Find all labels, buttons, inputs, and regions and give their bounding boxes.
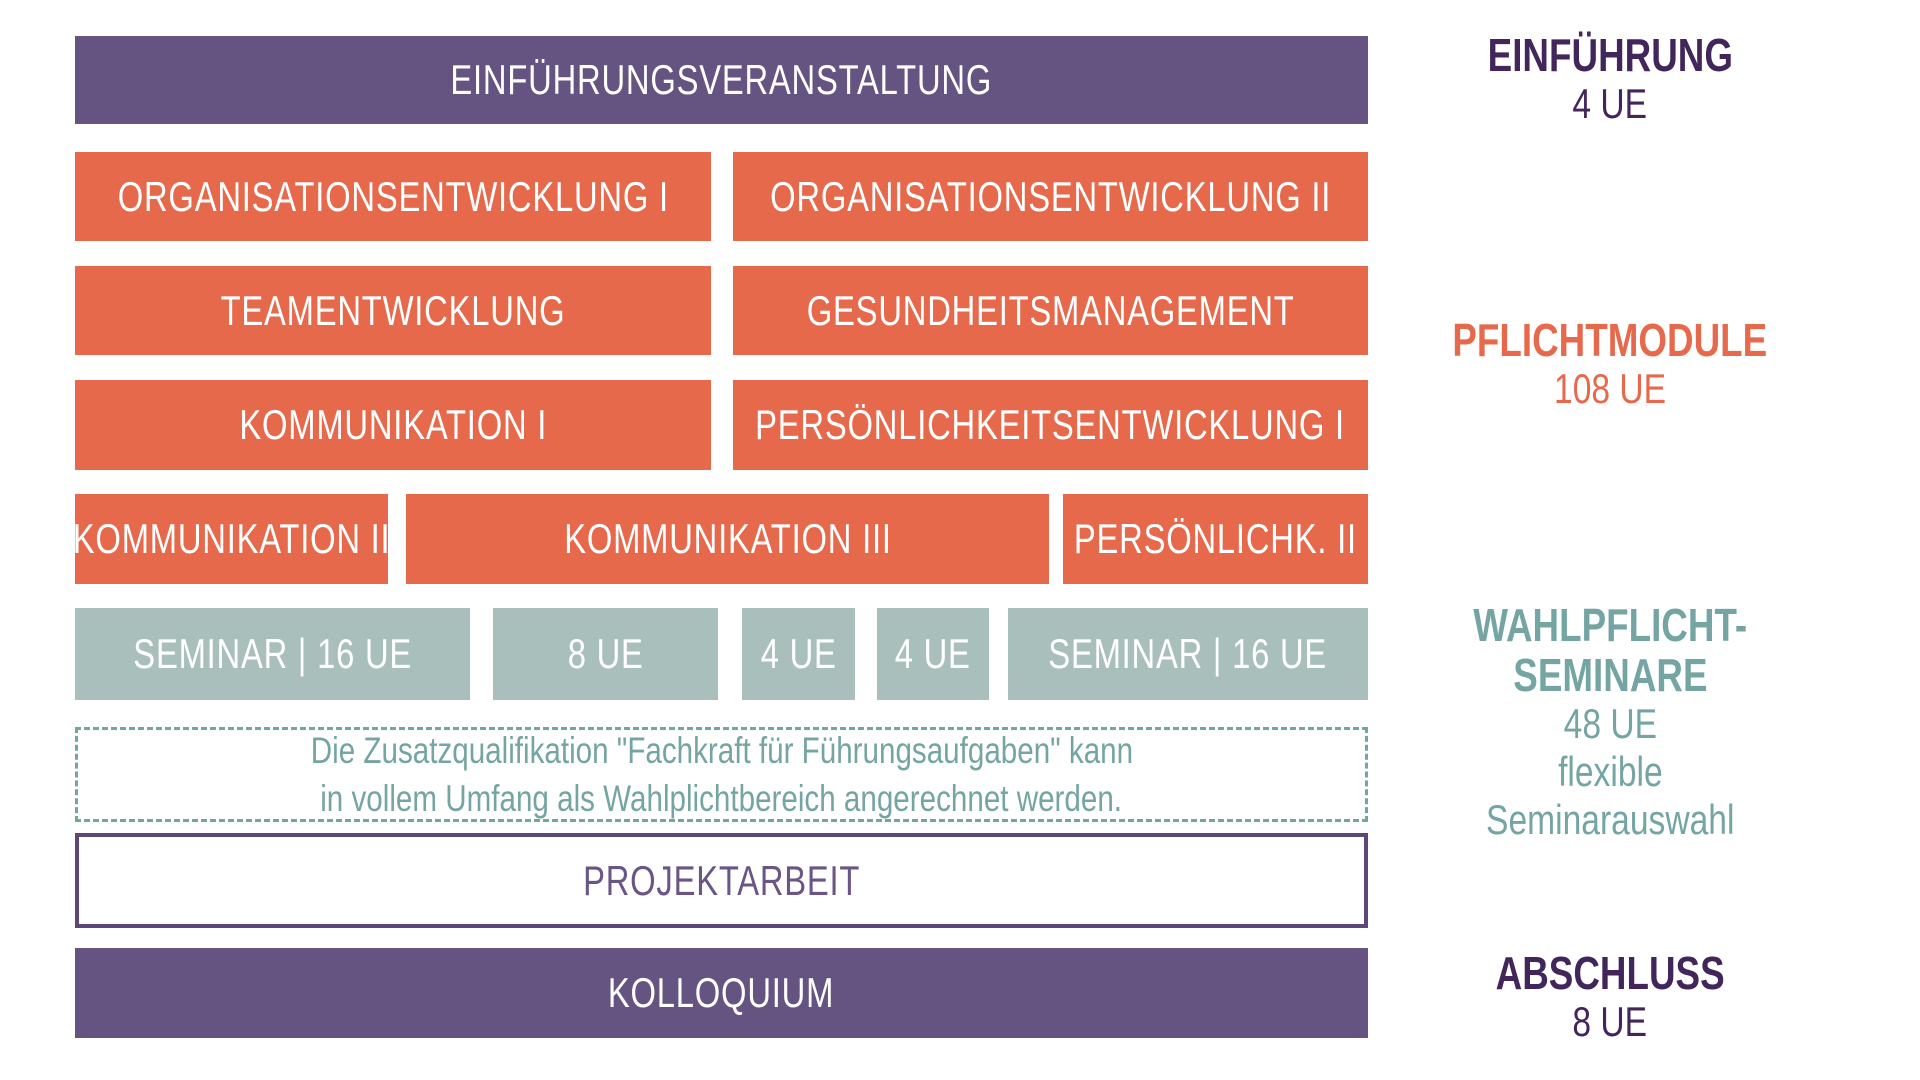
side-label-hours: 8 UE xyxy=(1572,998,1648,1045)
block-label: EINFÜHRUNGSVERANSTALTUNG xyxy=(450,56,993,103)
block-label: 4 UE xyxy=(895,630,971,677)
block-label: KOMMUNIKATION I xyxy=(239,401,547,448)
block-label: 4 UE xyxy=(760,630,837,677)
side-label-title: ABSCHLUSS xyxy=(1495,947,1725,999)
side-label-note-line-2: Seminarauswahl xyxy=(1485,796,1735,843)
side-label-hours: 108 UE xyxy=(1553,365,1667,412)
block-kommunikation-1: KOMMUNIKATION I xyxy=(75,380,711,470)
side-label-hours: 4 UE xyxy=(1572,80,1648,127)
block-label: PERSÖNLICHK. II xyxy=(1074,515,1357,562)
block-teamentwicklung: TEAMENTWICKLUNG xyxy=(75,266,711,355)
block-persoenlichkeitsentwicklung-1: PERSÖNLICHKEITSENTWICKLUNG I xyxy=(733,380,1368,470)
block-label: TEAMENTWICKLUNG xyxy=(220,286,566,334)
side-label-title: EINFÜHRUNG xyxy=(1487,29,1733,81)
block-organisationsentwicklung-1: ORGANISATIONSENTWICKLUNG I xyxy=(75,152,711,241)
side-label-title-line-2: SEMINARE xyxy=(1512,649,1708,701)
block-label: SEMINAR | 16 UE xyxy=(1048,630,1328,677)
block-seminar-4ue-b: 4 UE xyxy=(877,608,989,700)
side-label-title-line-1: WAHLPFLICHT- xyxy=(1473,599,1747,651)
block-label: KOMMUNIKATION II xyxy=(72,515,391,562)
block-seminar-16ue-right: SEMINAR | 16 UE xyxy=(1008,608,1368,700)
block-label: GESUNDHEITSMANAGEMENT xyxy=(806,286,1295,334)
side-label-wahlpflicht: WAHLPFLICHT- SEMINARE 48 UE flexible Sem… xyxy=(1380,600,1840,844)
block-seminar-8ue: 8 UE xyxy=(493,608,718,700)
block-organisationsentwicklung-2: ORGANISATIONSENTWICKLUNG II xyxy=(733,152,1368,241)
block-persoenlichk-2: PERSÖNLICHK. II xyxy=(1063,494,1368,584)
block-label: KOLLOQUIUM xyxy=(608,969,835,1016)
side-label-title: PFLICHTMODULE xyxy=(1452,314,1768,366)
block-label: PERSÖNLICHKEITSENTWICKLUNG I xyxy=(755,401,1346,448)
block-label: PROJEKTARBEIT xyxy=(582,856,861,904)
note-line-1: Die Zusatzqualifikation "Fachkraft für F… xyxy=(310,730,1133,772)
note-line-2: in vollem Umfang als Wahlplichtbereich a… xyxy=(320,777,1123,819)
side-label-hours: 48 UE xyxy=(1563,700,1657,747)
note-box: Die Zusatzqualifikation "Fachkraft für F… xyxy=(75,727,1368,822)
block-label: ORGANISATIONSENTWICKLUNG I xyxy=(117,172,669,220)
block-kommunikation-2: KOMMUNIKATION II xyxy=(72,494,391,584)
side-label-einfuehrung: EINFÜHRUNG 4 UE xyxy=(1380,30,1840,128)
side-label-column: EINFÜHRUNG 4 UE PFLICHTMODULE 108 UE WAH… xyxy=(1380,0,1840,1080)
block-projektarbeit: PROJEKTARBEIT xyxy=(75,833,1368,928)
block-gesundheitsmanagement: GESUNDHEITSMANAGEMENT xyxy=(733,266,1368,355)
block-seminar-4ue-a: 4 UE xyxy=(742,608,855,700)
block-kommunikation-3: KOMMUNIKATION III xyxy=(406,494,1049,584)
block-label: 8 UE xyxy=(567,630,644,677)
block-label: SEMINAR | 16 UE xyxy=(133,630,412,677)
block-seminar-16ue-left: SEMINAR | 16 UE xyxy=(75,608,470,700)
side-label-abschluss: ABSCHLUSS 8 UE xyxy=(1380,948,1840,1046)
block-label: ORGANISATIONSENTWICKLUNG II xyxy=(769,172,1332,220)
block-kolloquium: KOLLOQUIUM xyxy=(75,948,1368,1038)
side-label-pflichtmodule: PFLICHTMODULE 108 UE xyxy=(1380,315,1840,413)
side-label-note-line-1: flexible xyxy=(1557,748,1663,795)
block-einfuehrungsveranstaltung: EINFÜHRUNGSVERANSTALTUNG xyxy=(75,36,1368,124)
block-label: KOMMUNIKATION III xyxy=(563,515,892,562)
